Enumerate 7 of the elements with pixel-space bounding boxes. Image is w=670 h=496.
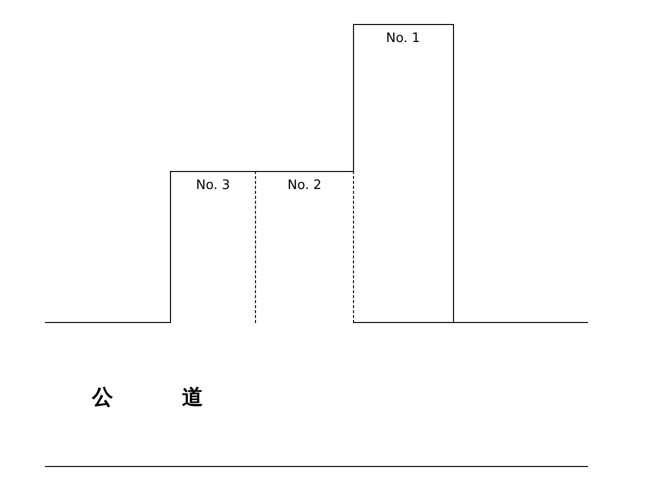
building-plot [255, 171, 354, 323]
plot-number: No. 3 [195, 178, 231, 193]
building-plot [170, 171, 256, 323]
plot-number: No. 1 [385, 31, 421, 46]
plot-number: No. 2 [286, 178, 322, 193]
building-plot [353, 24, 454, 323]
road-label: 公 道 [92, 384, 227, 411]
